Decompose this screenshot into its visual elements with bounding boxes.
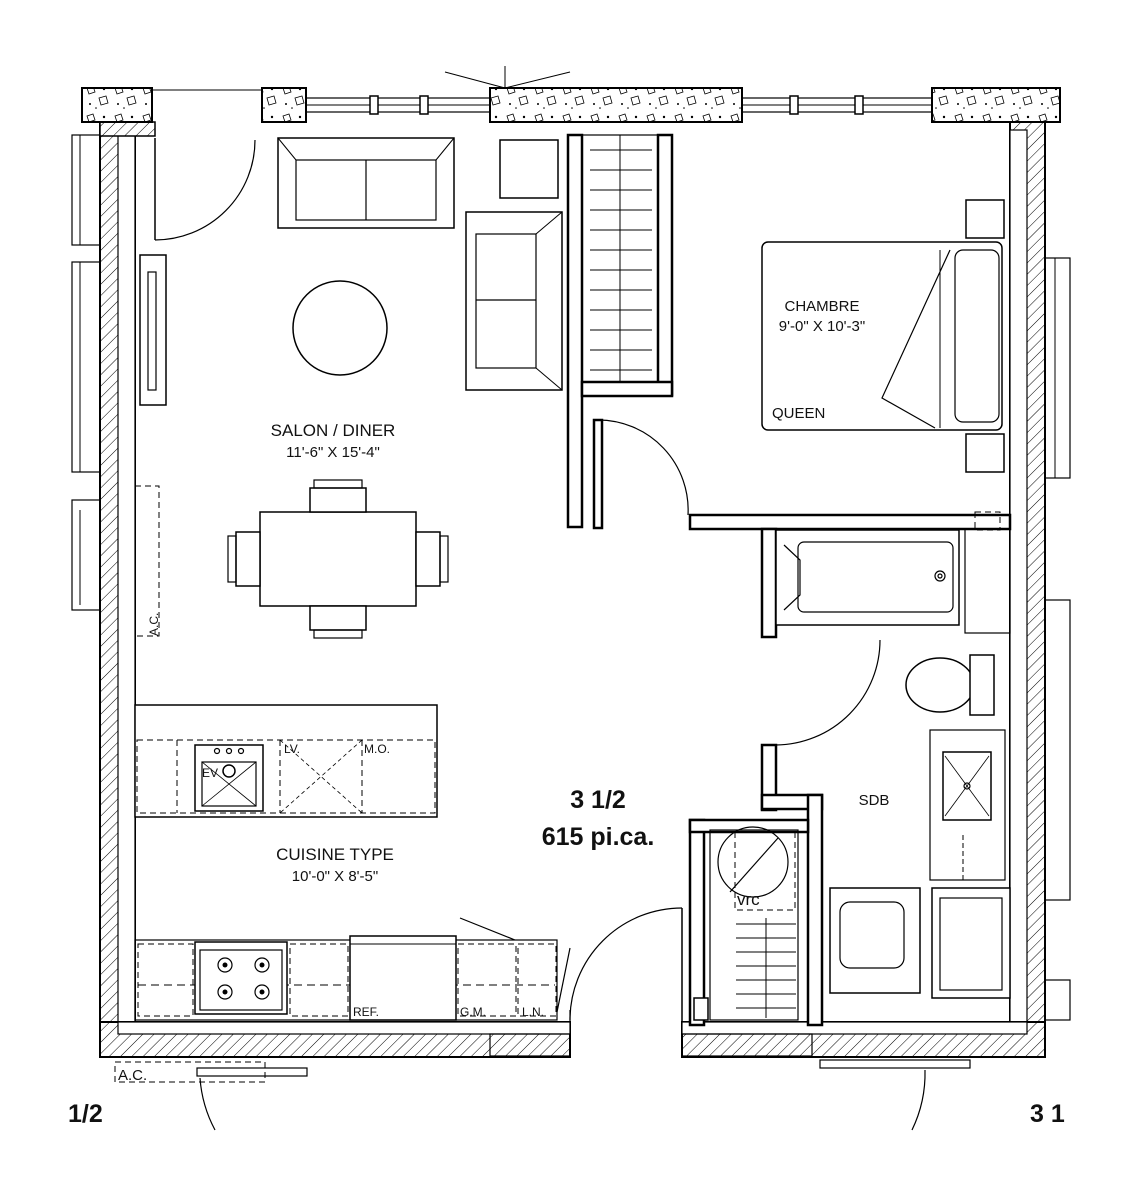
ac-left-label: A.C.: [147, 613, 161, 636]
right-unit-label: 3 1: [1030, 1100, 1065, 1128]
vanity: [929, 729, 1006, 881]
bed-label: QUEEN: [772, 405, 825, 422]
nightstand-top: [965, 199, 1005, 239]
balcony-arc-left: [199, 1077, 216, 1131]
bed: [761, 241, 1003, 431]
bathtub: [775, 529, 960, 626]
unit-type: 3 1/2: [570, 786, 626, 814]
kitchen-island: [134, 704, 438, 818]
sink-label: EV: [202, 766, 218, 780]
cuisine-dims: 10'-0" X 8'-5": [292, 868, 378, 885]
salon-name: SALON / DINER: [271, 421, 396, 440]
dryer-inner: [939, 897, 1003, 991]
cuisine-name: CUISINE TYPE: [276, 845, 394, 864]
nightstand-bottom: [965, 433, 1005, 473]
ac-unit-bottom: [114, 1061, 266, 1083]
unit-area: 615 pi.ca.: [542, 823, 655, 851]
side-table: [499, 139, 559, 199]
freezer-label: G.M.: [460, 1005, 486, 1019]
duct-right: [681, 1033, 813, 1057]
laundry-label: L.N.: [522, 1005, 544, 1019]
fridge-label: REF.: [353, 1005, 379, 1019]
dryer: [931, 887, 1011, 999]
fridge: [349, 935, 457, 1021]
sofa: [277, 137, 455, 229]
vrc-unit: [693, 826, 799, 1021]
neighbour-walls: [71, 134, 1071, 1021]
salon-door: [154, 138, 256, 241]
sink: [194, 744, 264, 812]
chambre-name: CHAMBRE: [784, 298, 859, 315]
ac-unit-left: [134, 485, 160, 637]
tv-console: [139, 254, 167, 406]
duct-left: [489, 1033, 571, 1057]
balcony-left: [196, 1067, 308, 1077]
left-unit-label: 1/2: [68, 1100, 103, 1128]
balcony-right: [819, 1059, 971, 1069]
chambre-dims: 9'-0" X 10'-3": [779, 318, 865, 335]
bath-shelf-dash: [974, 511, 1001, 531]
laundry-door: [459, 917, 516, 941]
ac-bottom-label: A.C.: [118, 1067, 147, 1084]
balcony-arc-right: [911, 1069, 926, 1131]
dishwasher-label: LV.: [284, 742, 300, 756]
loveseat: [465, 211, 563, 391]
toilet: [905, 654, 995, 716]
microwave-label: M.O.: [364, 742, 390, 756]
top-masonry: [81, 66, 1061, 123]
closet-shelves: [581, 134, 659, 383]
coffee-table: [292, 280, 388, 376]
dining-set: [227, 479, 449, 639]
range: [194, 941, 288, 1015]
sdb-name: SDB: [859, 792, 890, 809]
kitchen-counter: [134, 939, 558, 1021]
salon-dims: 11'-6" X 15'-4": [286, 444, 380, 461]
entry-door: [569, 907, 683, 1022]
bath-door: [775, 639, 881, 746]
washer: [829, 887, 921, 994]
chambre-door: [597, 419, 689, 516]
bath-shelf: [964, 528, 1011, 634]
vrc-label: vrc: [737, 890, 760, 909]
laundry-door-arc: [556, 947, 571, 1013]
